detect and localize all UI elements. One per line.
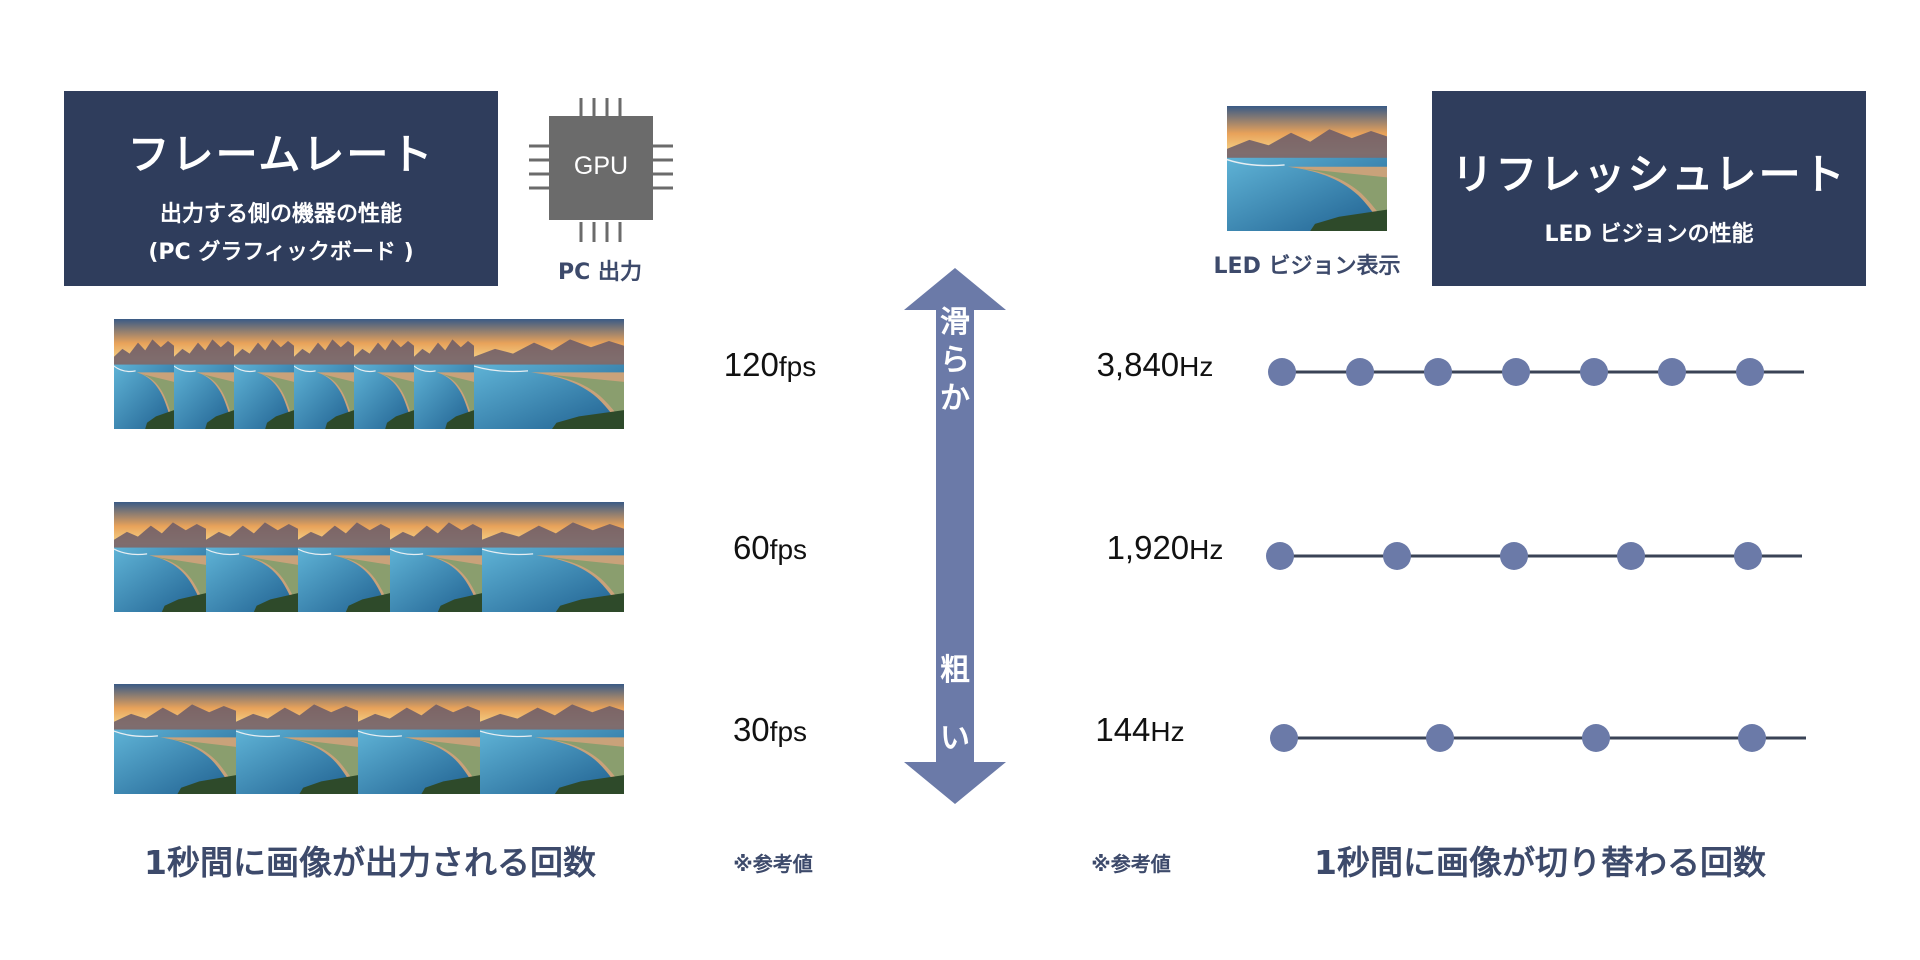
reference-note-left: ※参考値: [733, 852, 813, 876]
fps-value-60: 60fps: [732, 529, 808, 566]
led-caption: LED ビジョン表示: [1213, 254, 1401, 279]
gpu-chip-label: GPU: [573, 152, 629, 180]
framerate-subtitle-line1: 出力する側の機器の性能: [159, 202, 402, 227]
refresh-header: リフレッシュレート LED ビジョンの性能: [1432, 91, 1866, 286]
hz-value-144: 144Hz: [1095, 711, 1185, 748]
refresh-line-144hz: [1260, 718, 1810, 758]
framerate-subtitle-line2: (PC グラフィックボード ): [148, 240, 414, 265]
fps-value-120: 120fps: [723, 346, 817, 383]
gpu-caption: PC 出力: [558, 260, 642, 285]
hz-value-3840: 3,840Hz: [1096, 346, 1214, 383]
refresh-subtitle: LED ビジョンの性能: [1544, 222, 1754, 247]
framerate-caption: 1秒間に画像が出力される回数: [144, 843, 596, 882]
reference-note-right: ※参考値: [1091, 852, 1171, 876]
fps-value-30: 30fps: [732, 711, 808, 748]
frame-strip-30fps: [114, 684, 624, 794]
arrow-label-rough: 粗 い: [940, 653, 970, 756]
refresh-line-3840hz: [1260, 352, 1810, 392]
arrow-label-smooth: 滑 ら か: [940, 305, 970, 416]
refresh-line-1920hz: [1260, 536, 1810, 576]
refresh-title: リフレッシュレート: [1451, 150, 1847, 199]
hz-value-1920: 1,920Hz: [1106, 529, 1224, 566]
refresh-caption: 1秒間に画像が切り替わる回数: [1314, 843, 1766, 882]
framerate-header: フレームレート 出力する側の機器の性能 (PC グラフィックボード ): [64, 91, 498, 286]
frame-strip-120fps: [114, 319, 624, 429]
framerate-title: フレームレート: [127, 130, 435, 179]
led-display-image: [1227, 106, 1387, 231]
frame-strip-60fps: [114, 502, 624, 612]
smoothness-arrow: [902, 268, 1008, 804]
gpu-chip-icon: GPU: [527, 96, 675, 244]
